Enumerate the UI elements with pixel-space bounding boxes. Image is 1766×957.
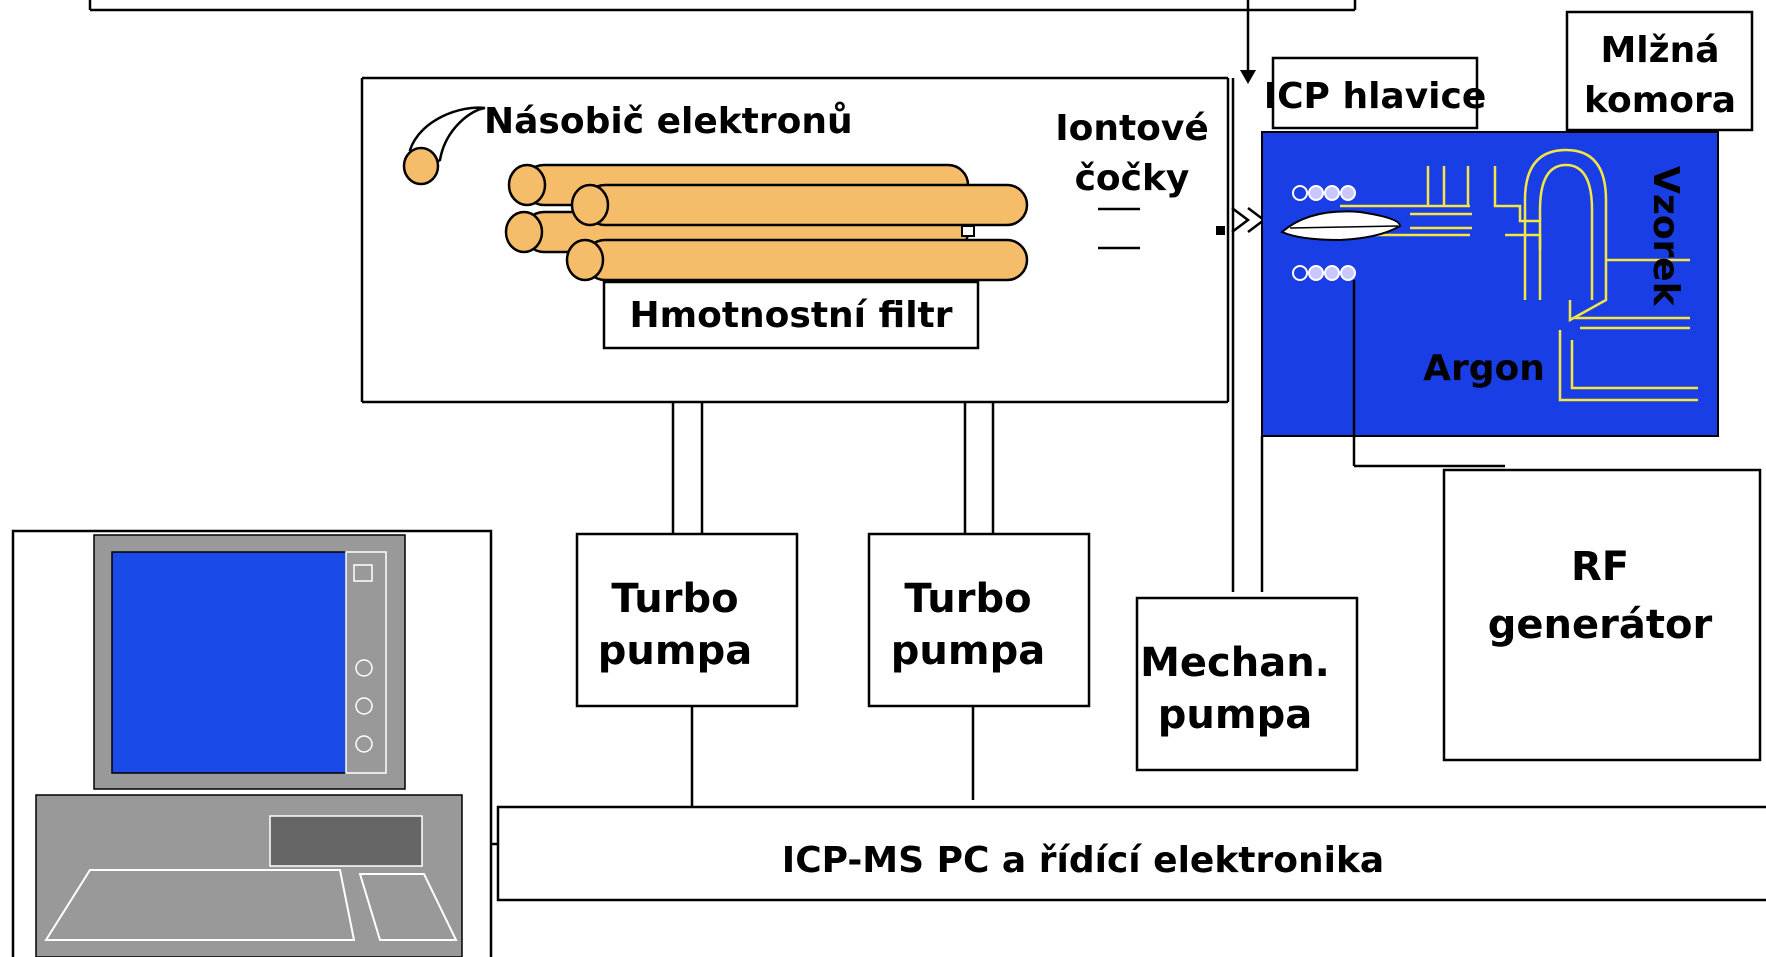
sample-flow-arrow (1240, 0, 1256, 84)
argon-label: Argon (1423, 348, 1545, 389)
turbo-pump-2-label-1: Turbo (904, 576, 1031, 622)
multiplier-label: Násobič elektronů (484, 101, 853, 142)
spray-chamber-label-2: komora (1584, 80, 1736, 121)
electron-multiplier (402, 106, 486, 186)
quadrupole-rods (504, 163, 1029, 282)
monitor-icon (93, 534, 406, 790)
sampler-cone (1231, 207, 1267, 233)
ion-lens-plates (1098, 207, 1225, 250)
turbo-pump-1-box (575, 532, 799, 708)
rf-generator-label-1: RF (1571, 544, 1629, 590)
mech-pump-label-2: pumpa (1158, 692, 1312, 738)
mech-pump-box (1135, 596, 1359, 772)
computer-base-icon (35, 794, 463, 957)
control-electronics-box (496, 805, 1766, 902)
icp-torch (1261, 131, 1719, 437)
turbo-pump-2-label-2: pumpa (891, 628, 1045, 674)
sample-label: Vzorek (1645, 166, 1686, 307)
icp-head-box (1271, 56, 1479, 130)
mech-pump-label-1: Mechan. (1140, 640, 1330, 686)
control-electronics-label: ICP-MS PC a řídící elektronika (782, 840, 1384, 881)
top-frame (88, 0, 1357, 12)
pump-connections (671, 78, 1264, 592)
ion-lens-label-2: čočky (1075, 158, 1190, 199)
rf-generator-label-2: generátor (1488, 602, 1713, 648)
spray-chamber-box (1565, 10, 1754, 132)
turbo-pump-1-label-1: Turbo (611, 576, 738, 622)
rf-generator-box (1442, 468, 1762, 762)
vacuum-chamber (360, 76, 1230, 404)
mass-filter-label: Hmotnostní filtr (629, 295, 952, 336)
rf-coil (1292, 185, 1356, 281)
spray-chamber-label-1: Mlžná (1600, 30, 1719, 71)
icp-head-label: ICP hlavice (1264, 76, 1487, 117)
turbo-pump-2-box (867, 532, 1091, 708)
rf-lead (1352, 280, 1505, 468)
ion-lens-label-1: Iontové (1055, 108, 1209, 149)
turbo-pump-1-label-2: pumpa (598, 628, 752, 674)
mass-filter-box (602, 280, 980, 350)
